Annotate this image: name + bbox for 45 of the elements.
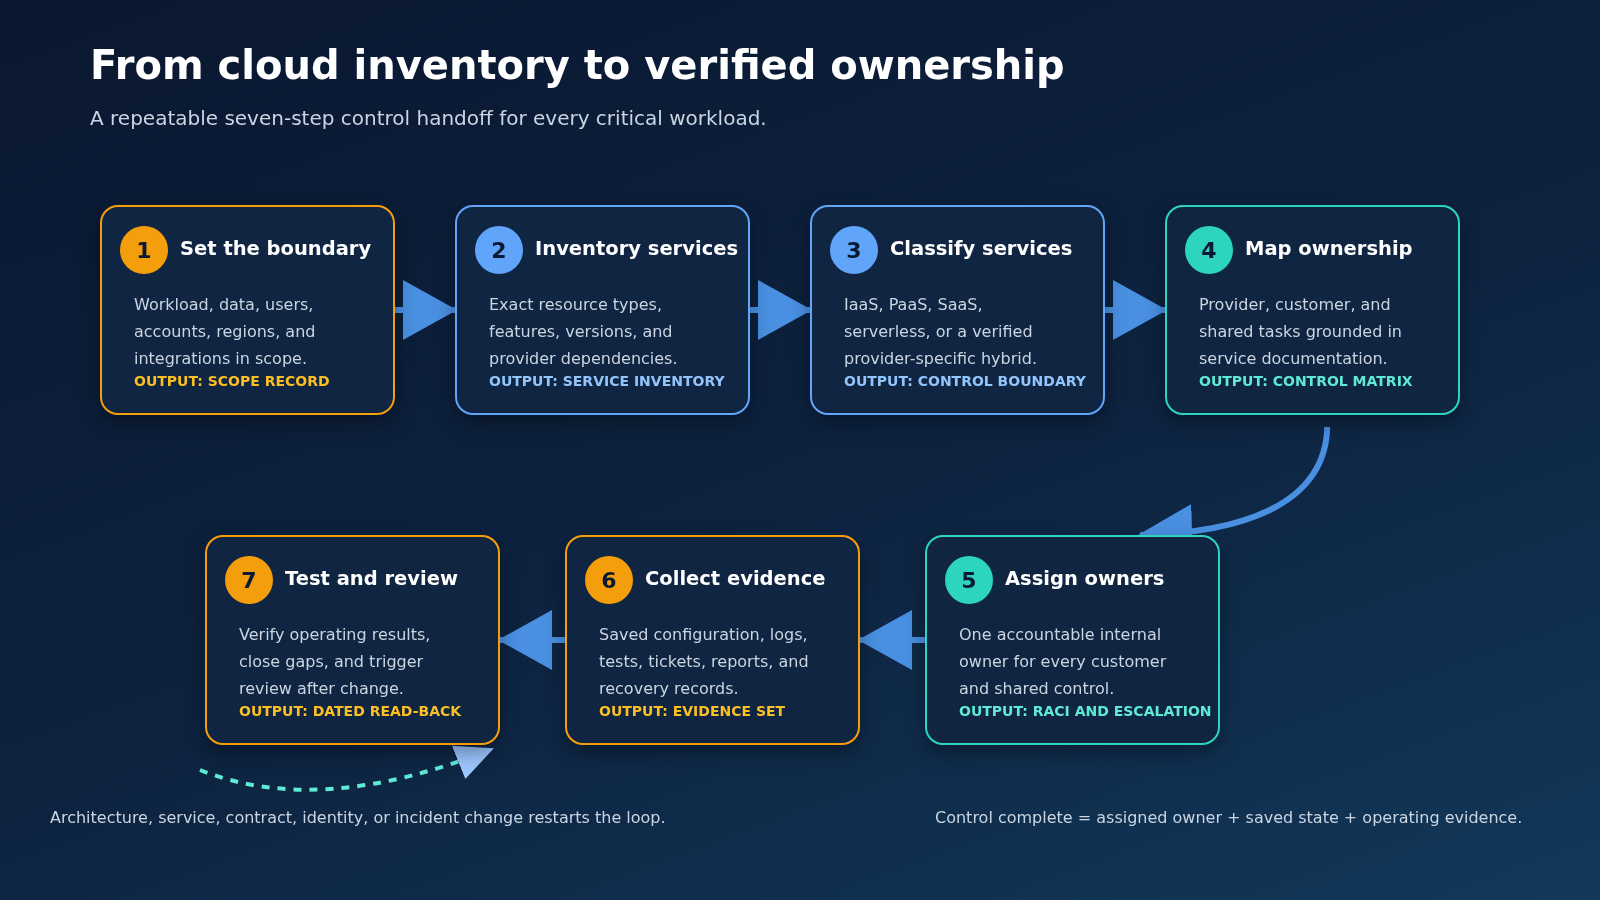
step-output: OUTPUT: CONTROL MATRIX [1199, 373, 1413, 389]
step-output: OUTPUT: SERVICE INVENTORY [489, 373, 725, 389]
step-number: 5 [945, 556, 993, 604]
subtitle: A repeatable seven-step control handoff for every critical workload. [90, 106, 767, 130]
title: From cloud inventory to verified ownership [90, 42, 1065, 88]
step-description: Workload, data, users, accounts, regions, and integrations in scope. [134, 294, 317, 370]
step-title: Assign owners [1005, 567, 1165, 590]
step-title: Inventory services [535, 237, 739, 260]
step-number: 7 [225, 556, 273, 604]
step-number: 4 [1185, 226, 1233, 274]
step-description: IaaS, PaaS, SaaS, serverless, or a verified provider-specific hybrid. [844, 294, 1038, 370]
step-output: OUTPUT: EVIDENCE SET [599, 703, 786, 719]
footer-note: Control complete = assigned owner + saved state + operating evidence. [935, 808, 1523, 827]
step-title: Test and review [285, 567, 458, 590]
step-number: 1 [120, 226, 168, 274]
step-number: 3 [830, 226, 878, 274]
step-card [455, 205, 750, 415]
step-description: One accountable internal owner for every customer and shared control. [959, 624, 1168, 700]
step-number: 2 [475, 226, 523, 274]
step-card [810, 205, 1105, 415]
arrow [858, 610, 925, 670]
step-title: Classify services [890, 237, 1073, 260]
step-output: OUTPUT: CONTROL BOUNDARY [844, 373, 1086, 389]
step-card [205, 535, 500, 745]
dashed-arrow [199, 744, 494, 792]
step-title: Set the boundary [180, 237, 372, 260]
step-number: 6 [585, 556, 633, 604]
step-card [925, 535, 1220, 745]
footer-note: Architecture, service, contract, identity, or incident change restarts the loop. [50, 808, 666, 827]
arrow [1105, 280, 1167, 340]
step-card [1165, 205, 1460, 415]
step-output: OUTPUT: SCOPE RECORD [134, 373, 330, 389]
step-description: Saved configuration, logs, tests, tickets, reports, and recovery records. [599, 624, 810, 700]
arrow [750, 280, 812, 340]
step-description: Exact resource types, features, versions, and provider dependencies. [489, 294, 679, 370]
step-description: Provider, customer, and shared tasks grounded in service documentation. [1199, 294, 1403, 370]
step-card [100, 205, 395, 415]
step-title: Map ownership [1245, 237, 1413, 260]
step-output: OUTPUT: RACI AND ESCALATION [959, 703, 1212, 719]
step-description: Verify operating results, close gaps, and trigger review after change. [239, 624, 432, 700]
arrow [498, 610, 565, 670]
step-card [565, 535, 860, 745]
step-title: Collect evidence [645, 567, 826, 590]
arrow [395, 280, 457, 340]
step-output: OUTPUT: DATED READ-BACK [239, 703, 462, 719]
